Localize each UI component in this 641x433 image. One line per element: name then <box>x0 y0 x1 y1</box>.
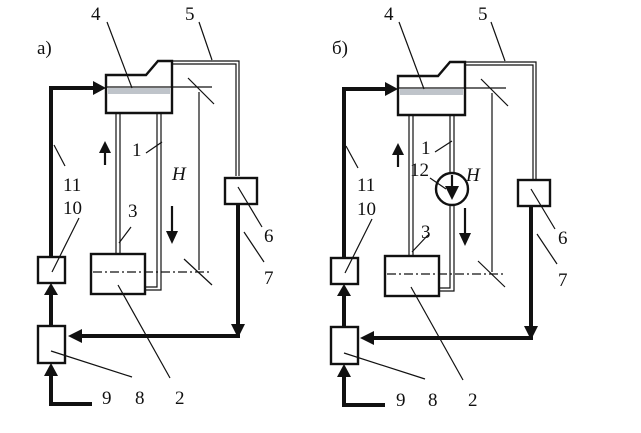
label-2: 2 <box>468 390 478 411</box>
pipe-1-outer <box>146 113 158 288</box>
leader-5 <box>198 21 213 61</box>
leader-8 <box>343 352 426 380</box>
line-9 <box>49 375 92 406</box>
pipe-5-inner <box>465 64 534 180</box>
label-6: 6 <box>264 226 274 247</box>
line-7-left-arrow-icon <box>360 331 374 345</box>
unit-10-box <box>36 255 67 285</box>
line-11 <box>49 86 95 257</box>
lower-reservoir <box>89 252 147 296</box>
unit-6-box <box>223 176 259 206</box>
leader-4 <box>398 21 425 90</box>
label-4: 4 <box>91 4 101 25</box>
label-10: 10 <box>357 199 376 220</box>
leader-4 <box>106 21 133 89</box>
leader-2 <box>117 284 171 379</box>
pipe-5-outer <box>170 60 240 176</box>
label-6: 6 <box>558 228 568 249</box>
label-3: 3 <box>421 222 431 243</box>
label-head: H <box>465 165 481 186</box>
pipe-5-inner <box>172 63 237 176</box>
panel-a-label: а) <box>37 38 52 59</box>
panel-b-label: б) <box>332 38 348 59</box>
leader-6 <box>530 188 556 230</box>
label-5: 5 <box>185 4 195 25</box>
up-arrow-9-icon <box>44 363 58 376</box>
leader-10 <box>344 218 373 274</box>
label-3: 3 <box>128 201 138 222</box>
leader-11 <box>53 144 66 167</box>
pipe-1-inner <box>439 205 455 292</box>
leader-11 <box>345 145 359 169</box>
label-head: H <box>171 164 187 185</box>
leader-10 <box>51 217 80 273</box>
line-11-right-arrow-icon <box>385 82 398 96</box>
down-arrow-icon <box>459 233 471 246</box>
leader-8 <box>50 350 133 378</box>
pump-arrow-icon <box>445 186 459 200</box>
unit-8-box <box>329 325 360 366</box>
up-arrow-icon <box>99 141 111 153</box>
label-7: 7 <box>558 270 568 291</box>
panel-a: а) <box>36 4 274 409</box>
label-8: 8 <box>428 390 438 411</box>
line-11-right-arrow-icon <box>93 81 106 95</box>
label-9: 9 <box>102 388 112 409</box>
panel-b: б) <box>329 4 568 411</box>
line-7-down-arrow-icon <box>524 326 538 340</box>
label-1: 1 <box>421 138 431 159</box>
unit-10-box <box>329 256 360 286</box>
down-arrow-icon <box>166 231 178 244</box>
leader-5 <box>490 21 506 62</box>
leader-2 <box>410 286 464 381</box>
label-12: 12 <box>410 160 429 181</box>
leader-3 <box>118 226 132 244</box>
water-level <box>108 88 170 94</box>
label-4: 4 <box>384 4 394 25</box>
label-11: 11 <box>63 175 81 196</box>
unit-6-box <box>516 178 552 208</box>
leader-7 <box>536 233 558 265</box>
water-level <box>400 89 463 95</box>
leader-1 <box>434 140 453 153</box>
label-8: 8 <box>135 388 145 409</box>
label-1: 1 <box>132 140 142 161</box>
leader-6 <box>237 186 263 228</box>
label-9: 9 <box>396 390 406 411</box>
leader-3 <box>411 234 429 253</box>
line-11 <box>342 87 387 258</box>
up-arrow-icon <box>392 143 404 155</box>
leader-1 <box>145 141 163 154</box>
line-9 <box>342 376 385 407</box>
label-10: 10 <box>63 198 82 219</box>
pipe-5-outer <box>463 61 537 180</box>
leader-7 <box>243 231 265 263</box>
label-5: 5 <box>478 4 488 25</box>
pipe-1-inner <box>146 113 162 291</box>
unit-8-box <box>36 324 67 365</box>
up-arrow-8-10-icon <box>337 284 351 296</box>
leader-12 <box>429 177 447 190</box>
label-2: 2 <box>175 388 185 409</box>
head-tick-top <box>187 77 215 105</box>
line-7-down-arrow-icon <box>231 324 245 338</box>
head-tick-top <box>480 78 509 107</box>
label-11: 11 <box>357 175 375 196</box>
line-7-left-arrow-icon <box>68 329 82 343</box>
up-arrow-9-icon <box>337 364 351 377</box>
label-7: 7 <box>264 268 274 289</box>
pipe-1-outer <box>439 205 451 289</box>
up-arrow-8-10-icon <box>44 283 58 295</box>
